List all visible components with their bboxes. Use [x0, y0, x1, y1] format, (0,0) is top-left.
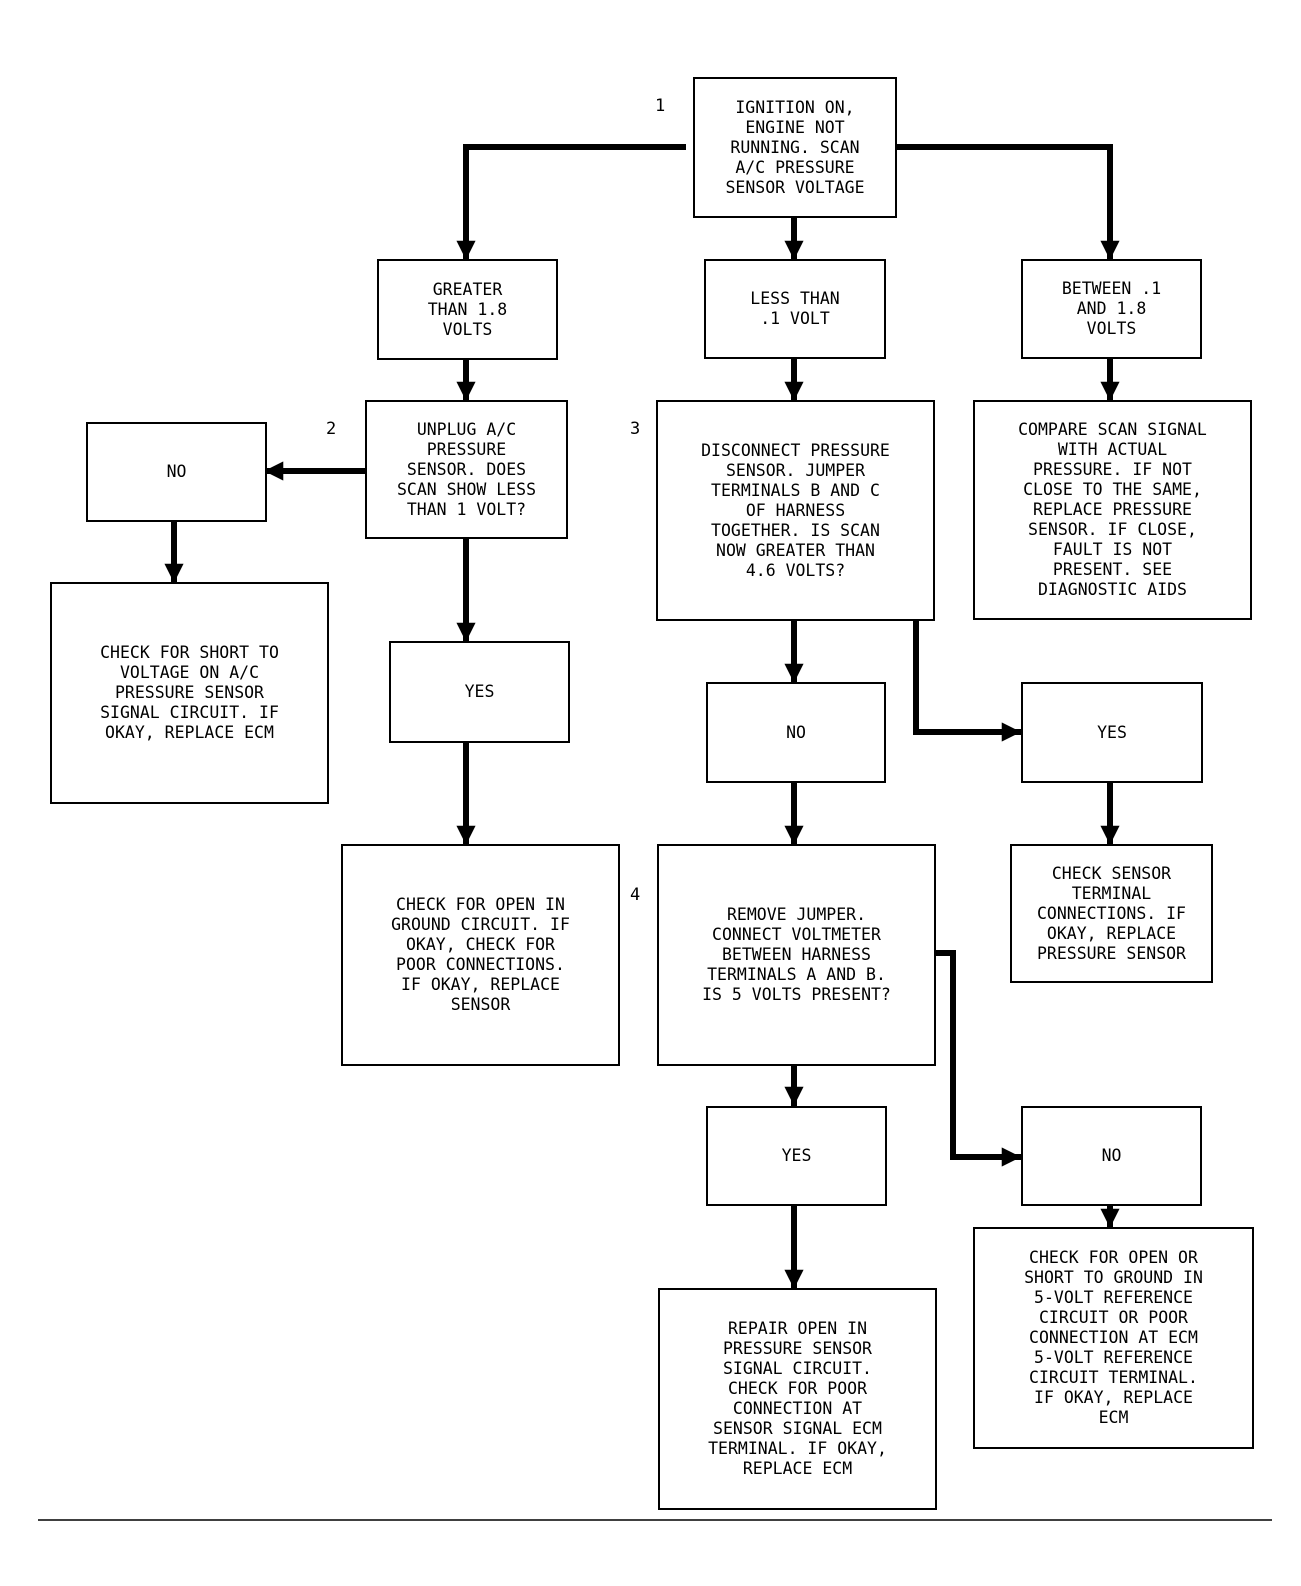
no-left-box: NO — [86, 422, 267, 522]
yes-bottom-box: YES — [706, 1106, 887, 1206]
disconnect-sensor-box: DISCONNECT PRESSURE SENSOR. JUMPER TERMI… — [656, 400, 935, 621]
repair-open-box: REPAIR OPEN IN PRESSURE SENSOR SIGNAL CI… — [658, 1288, 937, 1510]
connector-start-between — [892, 144, 1120, 261]
connector-removejumper-no — [932, 950, 1022, 1167]
start-box: IGNITION ON, ENGINE NOT RUNNING. SCAN A/… — [693, 77, 897, 218]
yes-left-box: YES — [389, 641, 570, 743]
check-sensor-terminal-box: CHECK SENSOR TERMINAL CONNECTIONS. IF OK… — [1010, 844, 1213, 983]
no-middle-box: NO — [706, 682, 886, 783]
step-number-3: 3 — [630, 419, 641, 439]
less-than-box: LESS THAN .1 VOLT — [704, 259, 886, 359]
step-number-1: 1 — [655, 96, 666, 116]
no-bottom-box: NO — [1021, 1106, 1202, 1206]
check-open-ground-box: CHECK FOR OPEN IN GROUND CIRCUIT. IF OKA… — [341, 844, 620, 1066]
remove-jumper-box: REMOVE JUMPER. CONNECT VOLTMETER BETWEEN… — [657, 844, 936, 1066]
connector-start-greater — [456, 144, 686, 261]
compare-scan-box: COMPARE SCAN SIGNAL WITH ACTUAL PRESSURE… — [973, 400, 1252, 620]
check-short-voltage-box: CHECK FOR SHORT TO VOLTAGE ON A/C PRESSU… — [50, 582, 329, 804]
unplug-sensor-box: UNPLUG A/C PRESSURE SENSOR. DOES SCAN SH… — [365, 400, 568, 539]
yes-right-box: YES — [1021, 682, 1203, 783]
between-box: BETWEEN .1 AND 1.8 VOLTS — [1021, 259, 1202, 359]
check-open-short-box: CHECK FOR OPEN OR SHORT TO GROUND IN 5-V… — [973, 1227, 1254, 1449]
step-number-2: 2 — [326, 419, 337, 439]
connector-disconnect-yes — [913, 617, 1022, 742]
greater-than-box: GREATER THAN 1.8 VOLTS — [377, 259, 558, 360]
step-number-4: 4 — [630, 885, 641, 905]
